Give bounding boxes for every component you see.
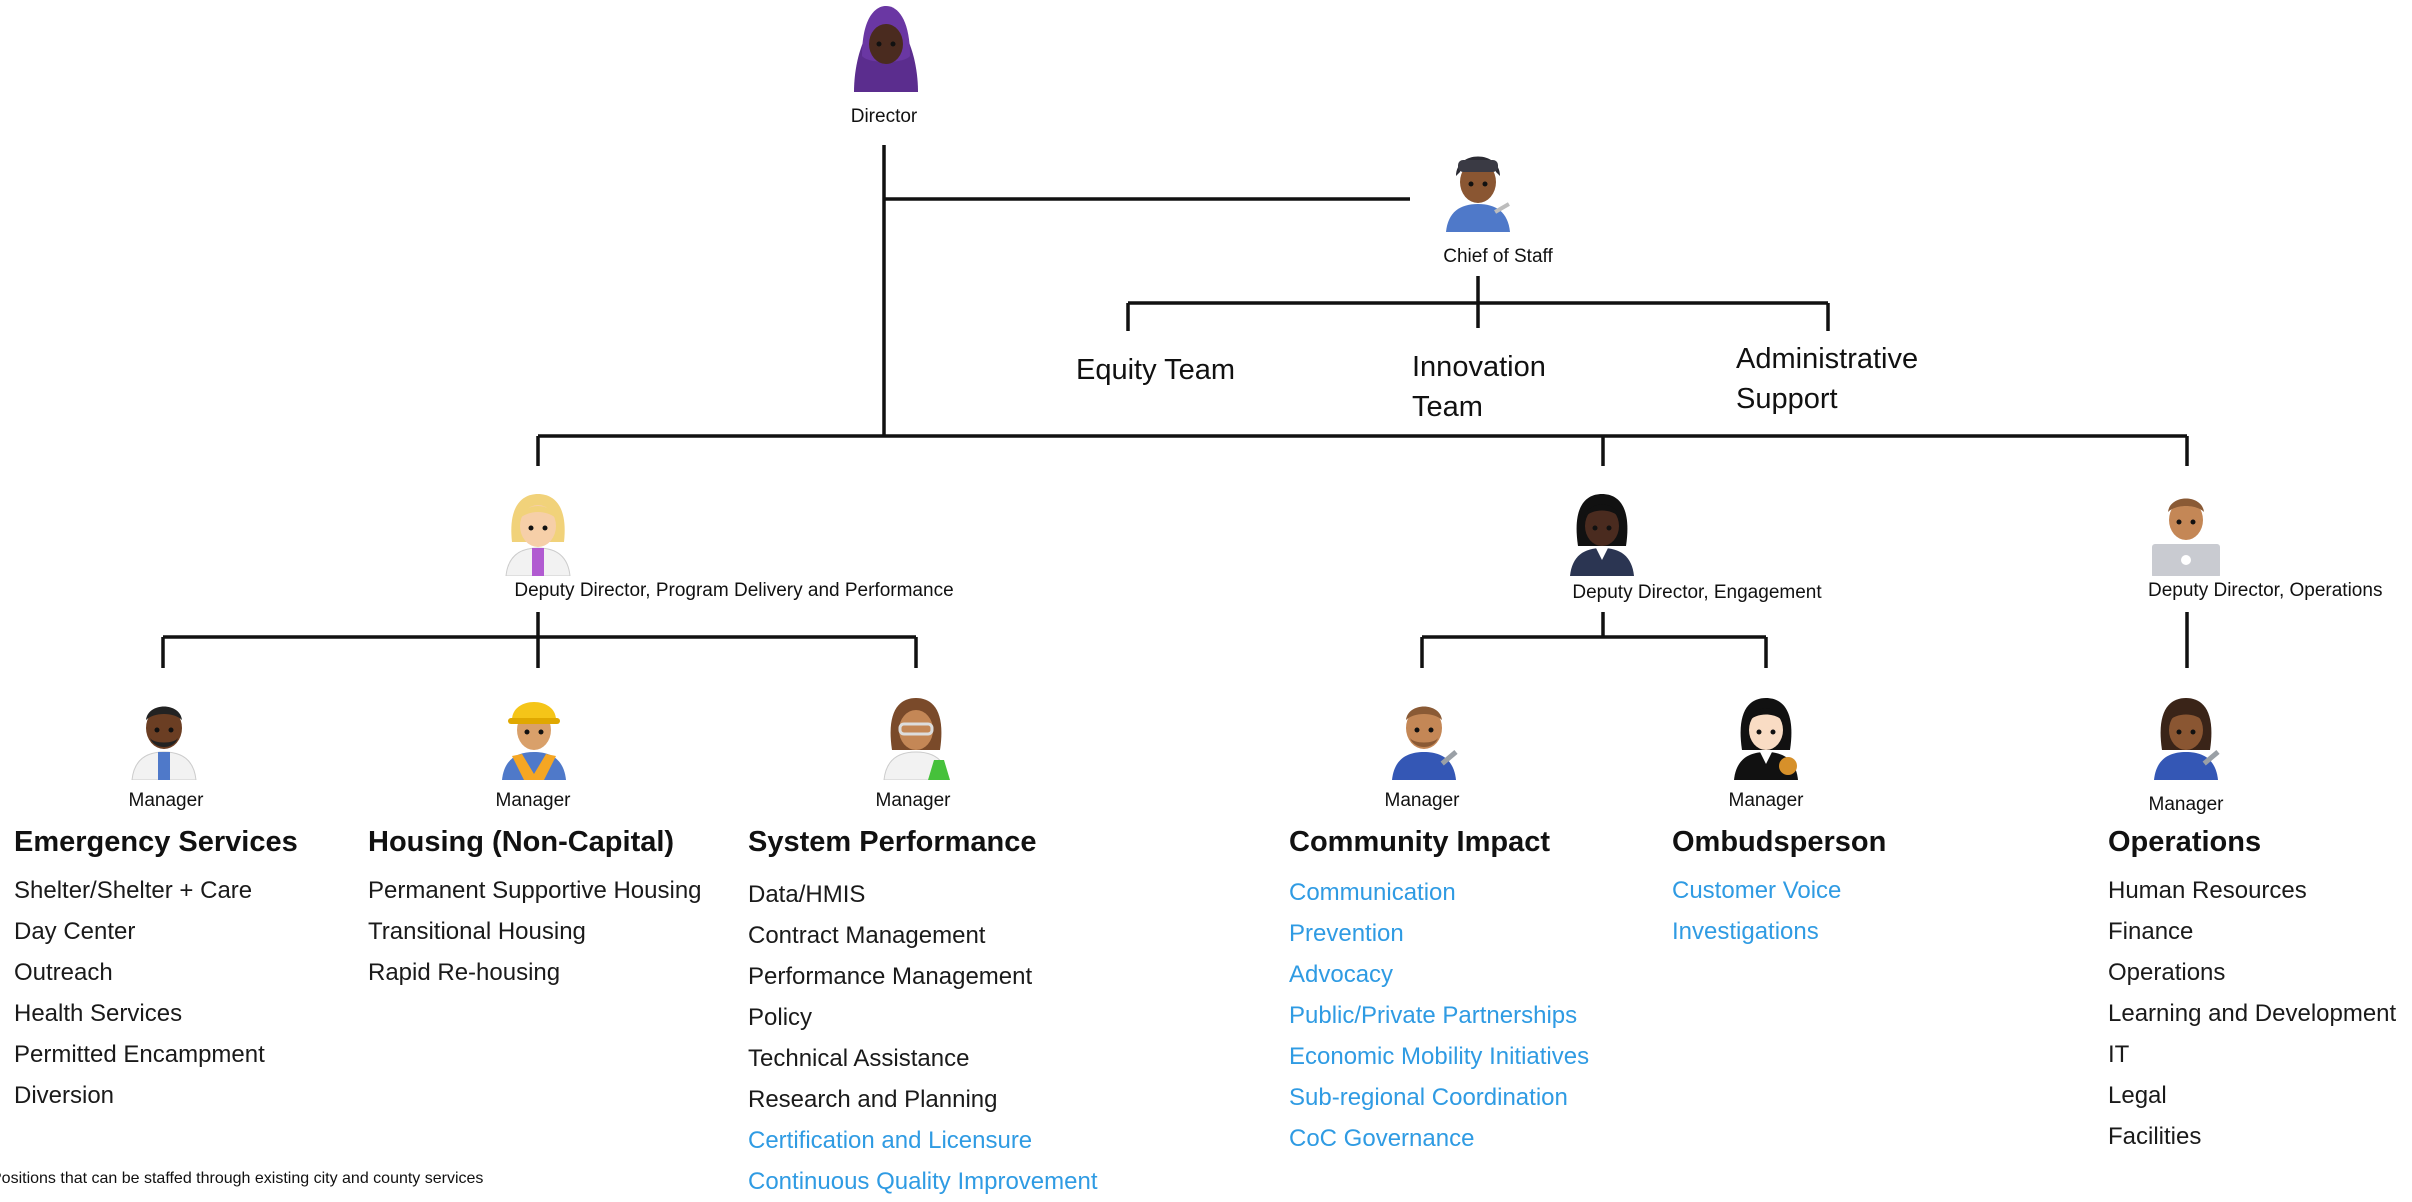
- list-item: Day Center: [14, 918, 136, 945]
- list-item: Diversion: [14, 1082, 115, 1109]
- dept-community-impact-title: Community Impact: [1289, 826, 1551, 858]
- manager-system-performance-label: Manager: [875, 790, 951, 811]
- list-item: Learning and Development: [2108, 1000, 2397, 1027]
- team-equity: Equity Team: [1076, 354, 1236, 386]
- manager-ombudsperson-avatar-icon: [1726, 690, 1806, 780]
- director-label: Director: [850, 106, 918, 127]
- deputy-program-avatar-icon: [498, 486, 578, 577]
- dept-ombudsperson-title: Ombudsperson: [1672, 826, 1887, 858]
- list-item: Research and Planning: [748, 1086, 998, 1113]
- manager-emergency-label: Manager: [128, 790, 204, 811]
- manager-operations-label: Manager: [2148, 794, 2224, 815]
- list-item: Data/HMIS: [748, 881, 866, 908]
- list-item: Permitted Encampment: [14, 1041, 265, 1068]
- list-item: IT: [2108, 1041, 2130, 1068]
- list-item: Public/Private Partnerships: [1289, 1002, 1578, 1029]
- list-item: Transitional Housing: [368, 918, 586, 945]
- list-item: Outreach: [14, 959, 113, 986]
- list-item: Human Resources: [2108, 877, 2307, 904]
- chief-of-staff-label: Chief of Staff: [1443, 246, 1553, 267]
- deputy-engagement-avatar-icon: [1562, 486, 1642, 576]
- list-item: Shelter/Shelter + Care: [14, 877, 253, 904]
- manager-community-impact-label: Manager: [1384, 790, 1460, 811]
- list-item: CoC Governance: [1289, 1125, 1475, 1152]
- deputy-engagement-label: Deputy Director, Engagement: [1572, 582, 1822, 603]
- manager-system-performance-avatar-icon: [876, 690, 956, 781]
- list-item: Legal: [2108, 1082, 2167, 1109]
- manager-housing-label: Manager: [495, 790, 571, 811]
- list-item: Permanent Supportive Housing: [368, 877, 702, 904]
- manager-community-impact-avatar-icon: [1384, 690, 1464, 780]
- manager-ombudsperson-label: Manager: [1728, 790, 1804, 811]
- list-item: Policy: [748, 1004, 813, 1031]
- list-item: Advocacy: [1289, 961, 1394, 988]
- list-item: Communication: [1289, 879, 1456, 906]
- list-item: Economic Mobility Initiatives: [1289, 1043, 1590, 1070]
- list-item: Finance: [2108, 918, 2194, 945]
- list-item: Customer Voice: [1672, 877, 1842, 904]
- deputy-operations-label: Deputy Director, Operations: [2148, 580, 2383, 601]
- dept-housing-title: Housing (Non-Capital): [368, 826, 675, 858]
- list-item: Operations: [2108, 959, 2226, 986]
- dept-emergency-services-title: Emergency Services: [14, 826, 298, 858]
- dept-operations-title: Operations: [2108, 826, 2262, 858]
- director-avatar-icon: [846, 2, 926, 92]
- list-item: Sub-regional Coordination: [1289, 1084, 1568, 1111]
- manager-operations-avatar-icon: [2146, 690, 2226, 780]
- chief-of-staff-avatar-icon: [1438, 142, 1518, 232]
- manager-emergency-avatar-icon: [124, 690, 204, 781]
- list-item: Performance Management: [748, 963, 1033, 990]
- footnote: Positions that can be staffed through ex…: [0, 1170, 484, 1187]
- list-item: Contract Management: [748, 922, 986, 949]
- list-item: Technical Assistance: [748, 1045, 970, 1072]
- team-innovation: Innovation Team: [1412, 351, 1546, 423]
- list-item: Health Services: [14, 1000, 183, 1027]
- deputy-program-label: Deputy Director, Program Delivery and Pe…: [514, 580, 954, 601]
- dept-system-performance-title: System Performance: [748, 826, 1037, 858]
- list-item: Investigations: [1672, 918, 1819, 945]
- list-item: Continuous Quality Improvement: [748, 1168, 1098, 1195]
- list-item: Certification and Licensure: [748, 1127, 1033, 1154]
- list-item: Rapid Re-housing: [368, 959, 561, 986]
- manager-housing-avatar-icon: [494, 690, 574, 780]
- list-item: Facilities: [2108, 1123, 2202, 1150]
- list-item: Prevention: [1289, 920, 1404, 947]
- deputy-operations-avatar-icon: [2146, 486, 2226, 578]
- team-administrative-support: Administrative Support: [1736, 343, 1919, 415]
